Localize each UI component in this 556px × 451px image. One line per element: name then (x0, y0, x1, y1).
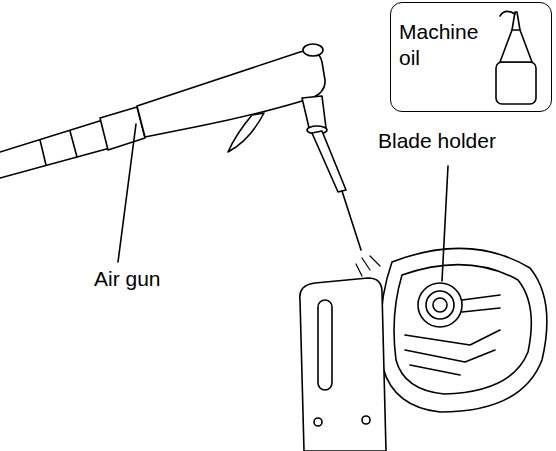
leader-line (442, 166, 448, 281)
part-label: Machine oil (399, 19, 489, 72)
saw-housing (380, 248, 546, 412)
shoe-hole (314, 418, 322, 426)
shoe-hole (362, 416, 370, 424)
air-blast (356, 256, 380, 276)
saw-shoe (300, 278, 386, 451)
air-gun-trigger (228, 113, 264, 152)
nozzle-needle (342, 191, 361, 250)
air-gun-cap (303, 44, 323, 56)
nozzle-tube (312, 131, 346, 192)
inset-box: Machine oil (390, 2, 552, 112)
part-label: Air gun (94, 266, 161, 291)
saw-housing-inner (394, 265, 531, 394)
leader-line (118, 124, 136, 262)
part-label: Blade holder (378, 128, 496, 153)
oil-can-icon (496, 11, 536, 104)
air-hose (0, 119, 110, 178)
blade-holder (418, 283, 500, 327)
shoe-slot (318, 300, 332, 390)
saw-mechanism (405, 330, 500, 375)
air-gun-body (137, 50, 325, 137)
